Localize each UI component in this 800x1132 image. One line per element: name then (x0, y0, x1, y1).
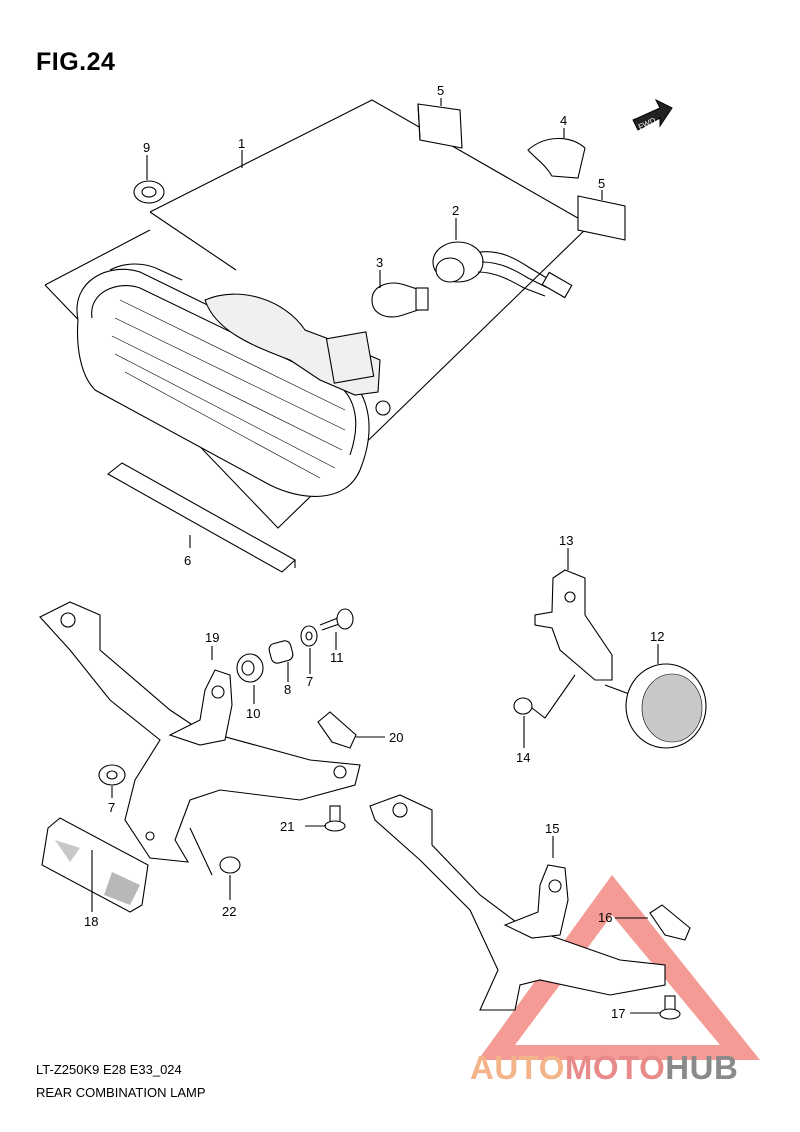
bracket-small (534, 569, 613, 681)
callout-22: 22 (222, 904, 236, 919)
callout-2: 2 (452, 203, 459, 218)
callout-7b: 7 (108, 800, 115, 815)
clip-left (317, 711, 357, 749)
fwd-arrow (632, 98, 673, 131)
nut (513, 674, 576, 719)
callout-6: 6 (184, 553, 191, 568)
bracket-right (369, 794, 666, 1011)
callout-17: 17 (611, 1006, 625, 1021)
callout-19: 19 (205, 630, 219, 645)
lamp-housing (76, 263, 391, 497)
callout-1: 1 (238, 136, 245, 151)
callout-5b: 5 (598, 176, 605, 191)
callout-9: 9 (143, 140, 150, 155)
callout-13: 13 (559, 533, 573, 548)
callout-21: 21 (280, 819, 294, 834)
watermark-text: AUTOMOTOHUB (470, 1049, 738, 1087)
callout-14: 14 (516, 750, 530, 765)
reflector-round (604, 663, 707, 749)
callout-10: 10 (246, 706, 260, 721)
callout-12: 12 (650, 629, 664, 644)
screw-right (659, 995, 681, 1020)
pad-right (577, 195, 626, 241)
watermark-triangle (478, 875, 760, 1060)
leader-lines (91, 98, 660, 1014)
watermark-middle: MOTO (564, 1049, 666, 1086)
clip-right (649, 904, 691, 941)
callout-16: 16 (598, 910, 612, 925)
callout-20: 20 (389, 730, 403, 745)
screw-left (324, 805, 346, 832)
callout-4: 4 (560, 113, 567, 128)
reflector-rect (41, 817, 149, 913)
bulb-socket (432, 241, 573, 299)
collar (268, 640, 294, 664)
washer-upper (300, 625, 318, 647)
callout-7a: 7 (306, 674, 313, 689)
watermark-suffix: HUB (665, 1049, 739, 1086)
callout-11: 11 (330, 650, 344, 665)
callout-15: 15 (545, 821, 559, 836)
callout-5a: 5 (437, 83, 444, 98)
callout-labels: 1 2 3 4 5 5 6 7 7 8 9 10 11 12 13 14 15 … (84, 83, 664, 1021)
cushion (527, 137, 586, 179)
callout-3: 3 (376, 255, 383, 270)
bulb (371, 282, 429, 318)
figure-title: FIG.24 (36, 48, 116, 76)
grommet (133, 180, 165, 204)
washer-lower (98, 764, 126, 786)
strip (107, 462, 296, 573)
figure-code: LT-Z250K9 E28 E33_024 (36, 1062, 182, 1077)
bracket-left (39, 601, 361, 863)
grommet-bracket (236, 653, 264, 683)
callout-8: 8 (284, 682, 291, 697)
screw (319, 608, 354, 631)
watermark-prefix: AUTO (470, 1049, 565, 1086)
nut-left (189, 827, 241, 876)
pad-top (417, 103, 463, 149)
figure-name: REAR COMBINATION LAMP (36, 1085, 206, 1100)
callout-18: 18 (84, 914, 98, 929)
